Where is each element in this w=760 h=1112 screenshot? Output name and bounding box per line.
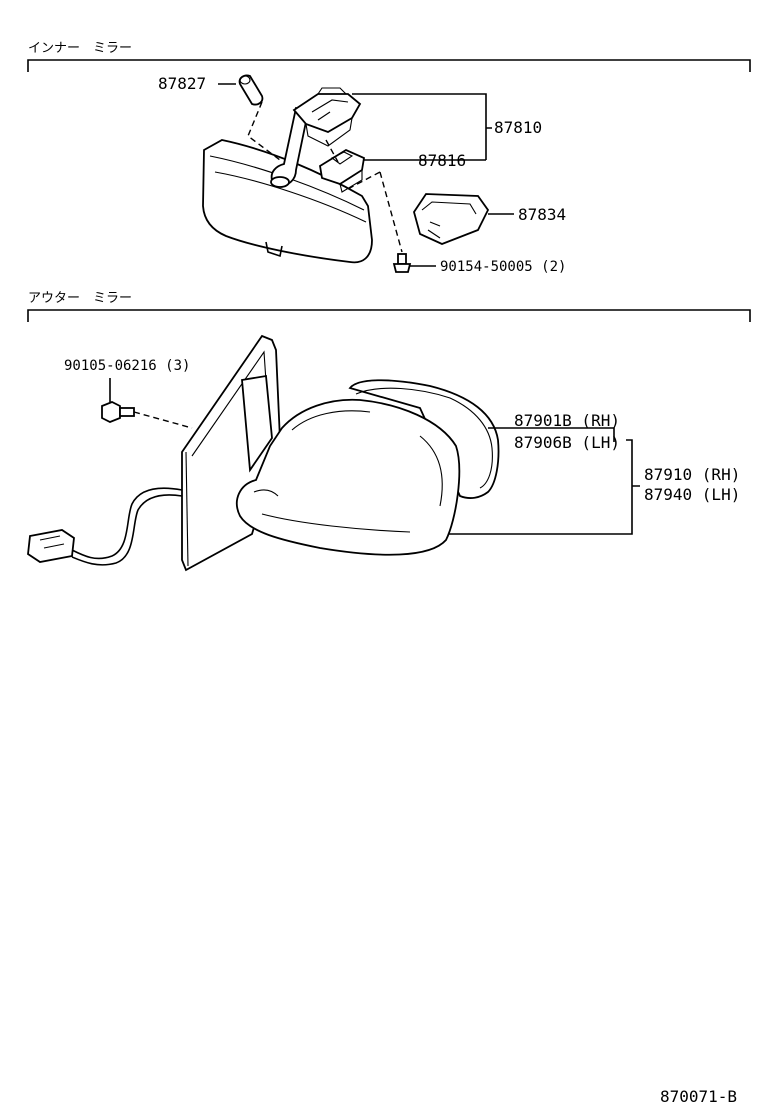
leader-87816-dash — [325, 139, 339, 163]
part-87834-cover — [413, 193, 490, 245]
leader-90105-dash — [133, 411, 193, 429]
label-87834: 87834 — [518, 205, 566, 224]
label-87816: 87816 — [418, 151, 466, 170]
section-title-inner-mirror: インナー ミラー — [28, 41, 132, 56]
leader-87901b — [488, 427, 615, 442]
label-90105: 90105-06216 (3) — [64, 358, 190, 374]
leader-87910 — [448, 439, 640, 535]
outer-mirror-base — [181, 334, 281, 572]
label-90154: 90154-50005 (2) — [440, 259, 566, 275]
figure-code: 870071-B — [660, 1087, 737, 1106]
part-90105-bolt — [101, 401, 135, 423]
leader-87810 — [352, 93, 492, 160]
label-87906b: 87906B (LH) — [514, 433, 620, 452]
part-87901b-mirror-glass — [348, 379, 500, 499]
leader-87827-dash — [247, 101, 281, 161]
section-bracket-outer — [27, 309, 751, 322]
part-90154-screw — [392, 253, 412, 273]
label-87940: 87940 (LH) — [644, 485, 740, 504]
inner-mirror-body — [202, 139, 373, 264]
section-title-outer-mirror: アウター ミラー — [28, 291, 132, 306]
section-bracket-inner — [27, 59, 751, 72]
label-87910: 87910 (RH) — [644, 465, 740, 484]
leader-screw-dash — [345, 171, 403, 253]
outer-mirror-wire-harness — [27, 487, 183, 566]
part-87910-mirror-housing — [235, 398, 461, 556]
label-87810: 87810 — [494, 118, 542, 137]
part-87827-cap — [238, 74, 264, 106]
label-87827: 87827 — [158, 74, 206, 93]
part-87810-mount-bracket — [292, 87, 362, 147]
label-87901b: 87901B (RH) — [514, 411, 620, 430]
